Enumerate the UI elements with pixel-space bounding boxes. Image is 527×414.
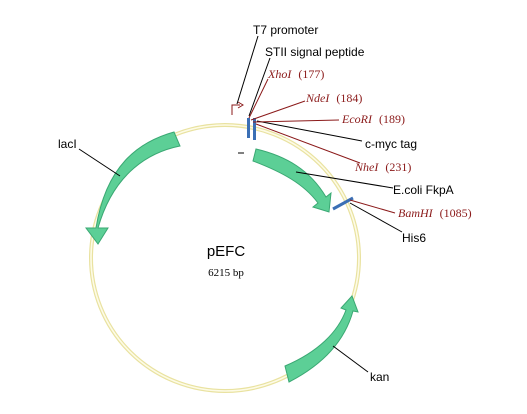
- bamhi-position: (1085): [440, 206, 472, 220]
- his6-marker: [332, 196, 354, 211]
- xhoi-leader: [248, 78, 269, 119]
- laci-leader: [78, 148, 121, 177]
- ndei-enzyme: NdeI: [305, 91, 330, 105]
- c-myc-leader: [256, 120, 363, 142]
- xhoi-enzyme: XhoI: [267, 67, 292, 81]
- nhei-label: NheI (231): [354, 160, 411, 174]
- c-myc-tag-label: c-myc tag: [365, 137, 417, 151]
- laci-arrow: [85, 131, 181, 245]
- t7-promoter-arrowhead: [237, 101, 244, 109]
- his6-label: His6: [402, 231, 426, 245]
- laci-label: lacI: [58, 137, 77, 151]
- t7-promoter-label: T7 promoter: [253, 23, 318, 37]
- nhei-enzyme: NheI: [354, 160, 379, 174]
- t7-promoter-leader: [236, 35, 259, 105]
- ecori-label: EcoRI (189): [341, 112, 405, 126]
- fkpa-label: E.coli FkpA: [393, 183, 454, 197]
- xhoi-position: (177): [298, 67, 324, 81]
- stii-signal-peptide-marker: [247, 118, 250, 138]
- t7-promoter-arrow: [231, 104, 240, 115]
- plasmid-size: 6215 bp: [208, 267, 244, 279]
- ecori-leader: [252, 119, 340, 123]
- bamhi-enzyme: BamHI: [398, 206, 434, 220]
- kan-arrow: [284, 295, 359, 383]
- bamhi-leader: [349, 199, 396, 214]
- ndei-position: (184): [336, 91, 362, 105]
- bamhi-label: BamHI (1085): [398, 206, 472, 220]
- plasmid-backbone-inner: [90, 124, 360, 392]
- kan-label: kan: [370, 370, 389, 384]
- ndei-label: NdeI (184): [305, 91, 362, 105]
- stii-signal-peptide-label: STII signal peptide: [265, 45, 365, 59]
- stii-leader: [248, 57, 271, 117]
- ndei-leader: [250, 100, 306, 121]
- fkpa-arrow: [252, 148, 332, 213]
- nhei-position: (231): [385, 160, 411, 174]
- plasmid-name: pEFC: [207, 243, 246, 260]
- ecori-position: (189): [379, 112, 405, 126]
- nhei-leader: [255, 123, 361, 164]
- xhoi-label: XhoI (177): [267, 67, 324, 81]
- c-myc-tag-marker: [253, 118, 256, 140]
- kan-leader: [332, 345, 369, 373]
- his6-leader: [349, 202, 403, 233]
- ecori-enzyme: EcoRI: [341, 112, 373, 126]
- fkpa-leader: [295, 171, 394, 189]
